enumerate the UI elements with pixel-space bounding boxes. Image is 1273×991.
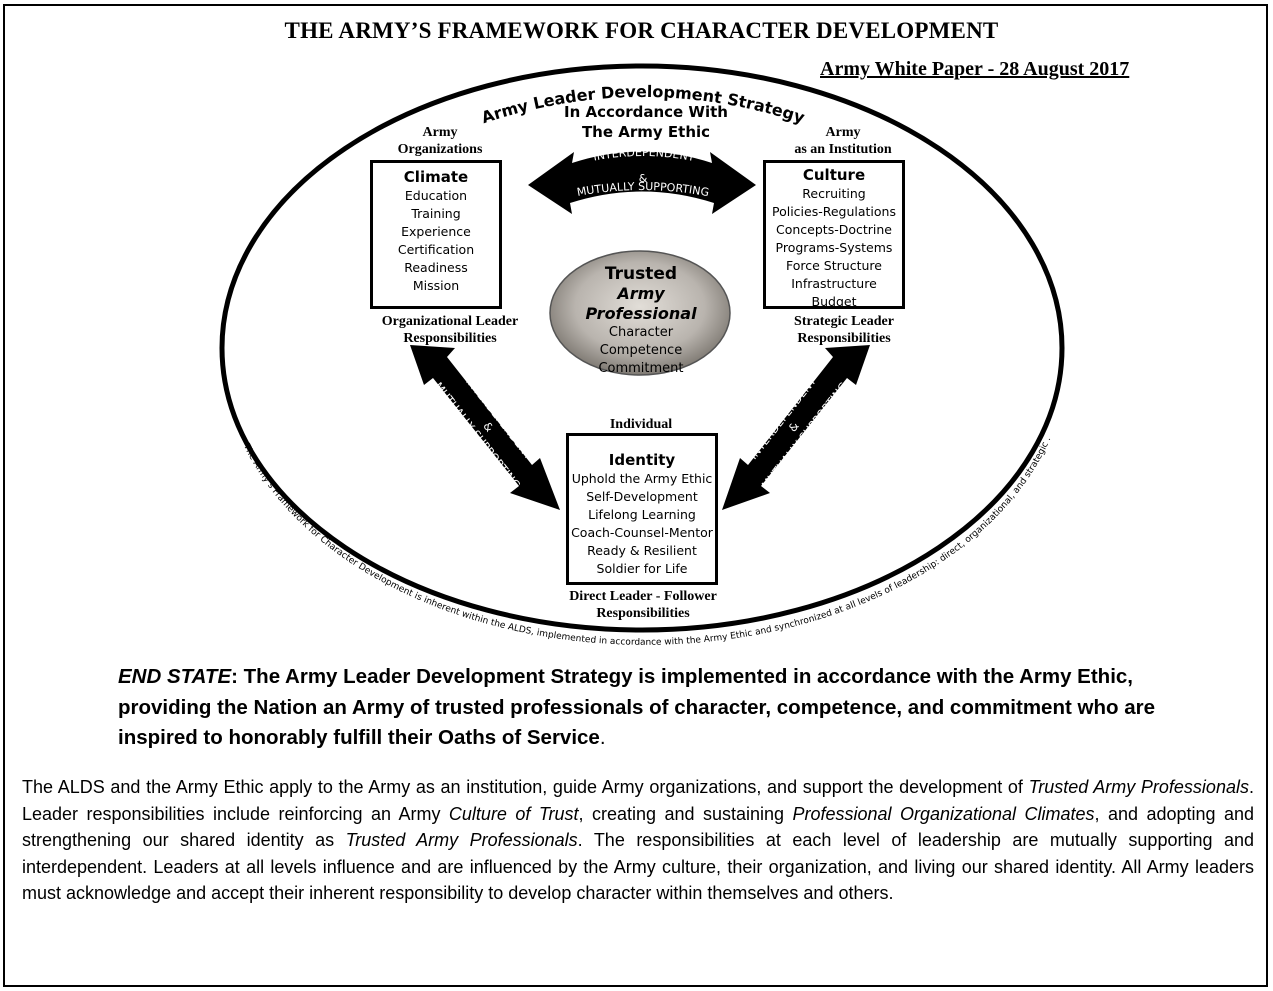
- culture-item: Recruiting: [802, 186, 866, 201]
- paragraph-text: , and adopting and strengthening our sha…: [22, 803, 1254, 851]
- culture-item: Force Structure: [786, 258, 882, 273]
- right-footer: Strategic Leader Responsibilities: [760, 313, 928, 347]
- bottom-footer: Direct Leader - Follower Responsibilitie…: [540, 588, 746, 622]
- bottom-footer-line1: Direct Leader - Follower: [569, 589, 717, 604]
- center-title-2: Army Professional: [585, 284, 697, 323]
- end-state-statement: END STATE: The Army Leader Development S…: [118, 662, 1198, 754]
- bottom-header-line1: Individual: [609, 417, 673, 432]
- end-state-label: END STATE: [118, 665, 232, 688]
- climate-item: Certification: [397, 242, 475, 257]
- left-footer-line2: Responsibilities: [403, 331, 497, 346]
- climate-title: Climate: [403, 168, 469, 186]
- center-label: Trusted Army Professional Character Comp…: [560, 264, 722, 378]
- identity-box: Identity Uphold the Army Ethic Self-Deve…: [566, 433, 718, 585]
- identity-item: Soldier for Life: [596, 561, 688, 576]
- identity-title: Identity: [608, 451, 676, 469]
- climate-item: Readiness: [404, 260, 468, 275]
- top-arc-line2: In Accordance With: [564, 103, 728, 121]
- identity-item: Uphold the Army Ethic: [571, 471, 713, 486]
- page-subtitle: Army White Paper - 28 August 2017: [820, 58, 1130, 80]
- left-double-arrow: [410, 345, 560, 510]
- culture-item: Budget: [811, 294, 857, 309]
- climate-item: Education: [404, 188, 468, 203]
- center-item: Competence: [599, 343, 683, 358]
- paragraph-emphasis: Culture of Trust: [448, 803, 579, 824]
- right-double-arrow: [722, 345, 870, 510]
- outer-ring: [219, 63, 1065, 633]
- climate-item: Mission: [412, 278, 460, 293]
- climate-item: Experience: [401, 224, 471, 239]
- top-arrow-label-2: MUTUALLY SUPPORTING: [576, 180, 710, 199]
- paragraph-emphasis: Trusted Army Professionals: [345, 830, 578, 851]
- top-double-arrow: [528, 151, 756, 214]
- paragraph-text: . Leader responsibilities include reinfo…: [22, 777, 1254, 824]
- identity-item: Ready & Resilient: [587, 543, 697, 558]
- page-title: THE ARMY’S FRAMEWORK FOR CHARACTER DEVEL…: [284, 18, 999, 43]
- culture-item: Concepts-Doctrine: [776, 222, 892, 237]
- identity-item: Coach-Counsel-Mentor: [571, 525, 713, 540]
- culture-item: Policies-Regulations: [771, 204, 896, 219]
- right-header-line2: as an Institution: [794, 142, 892, 157]
- culture-title: Culture: [802, 166, 866, 184]
- top-arrow-label-amp: &: [639, 172, 648, 185]
- left-header: Army Organizations: [370, 124, 510, 158]
- left-footer: Organizational Leader Responsibilities: [352, 313, 548, 347]
- right-header-line1: Army: [825, 125, 861, 140]
- bottom-header: Individual: [566, 416, 716, 433]
- identity-item: Lifelong Learning: [588, 507, 696, 522]
- culture-box: Culture Recruiting Policies-Regulations …: [763, 160, 905, 309]
- climate-box: Climate Education Training Experience Ce…: [370, 160, 502, 309]
- bottom-footer-line2: Responsibilities: [596, 606, 690, 621]
- climate-item: Training: [411, 206, 461, 221]
- paragraph-text: . The responsibilities at each level of …: [22, 830, 1254, 904]
- right-footer-line2: Responsibilities: [797, 331, 891, 346]
- top-arc-line3: The Army Ethic: [582, 123, 710, 141]
- left-header-line1: Army: [422, 125, 458, 140]
- right-footer-line1: Strategic Leader: [794, 314, 894, 329]
- paragraph-text: The ALDS and the Army Ethic apply to the…: [22, 777, 1029, 797]
- left-footer-line1: Organizational Leader: [381, 314, 519, 329]
- paragraph-emphasis: Professional Organizational Climates: [792, 803, 1095, 824]
- center-oval: [549, 250, 731, 376]
- end-state-period: .: [599, 726, 606, 749]
- center-title-1: Trusted: [604, 264, 678, 284]
- culture-item: Programs-Systems: [775, 240, 893, 255]
- top-arrow-label-1: INTERDEPENDENT: [592, 146, 696, 164]
- right-header: Army as an Institution: [760, 124, 926, 158]
- center-item: Commitment: [598, 361, 684, 376]
- culture-item: Infrastructure: [791, 276, 877, 291]
- center-item: Character: [608, 325, 674, 340]
- paragraph-emphasis: Trusted Army Professionals: [1028, 777, 1249, 797]
- body-paragraph: The ALDS and the Army Ethic apply to the…: [22, 774, 1254, 907]
- identity-item: Self-Development: [586, 489, 698, 504]
- paragraph-text: , creating and sustaining: [578, 803, 793, 824]
- left-header-line2: Organizations: [397, 142, 483, 157]
- end-state-text: : The Army Leader Development Strategy i…: [118, 665, 1155, 749]
- page-frame: [3, 4, 1268, 987]
